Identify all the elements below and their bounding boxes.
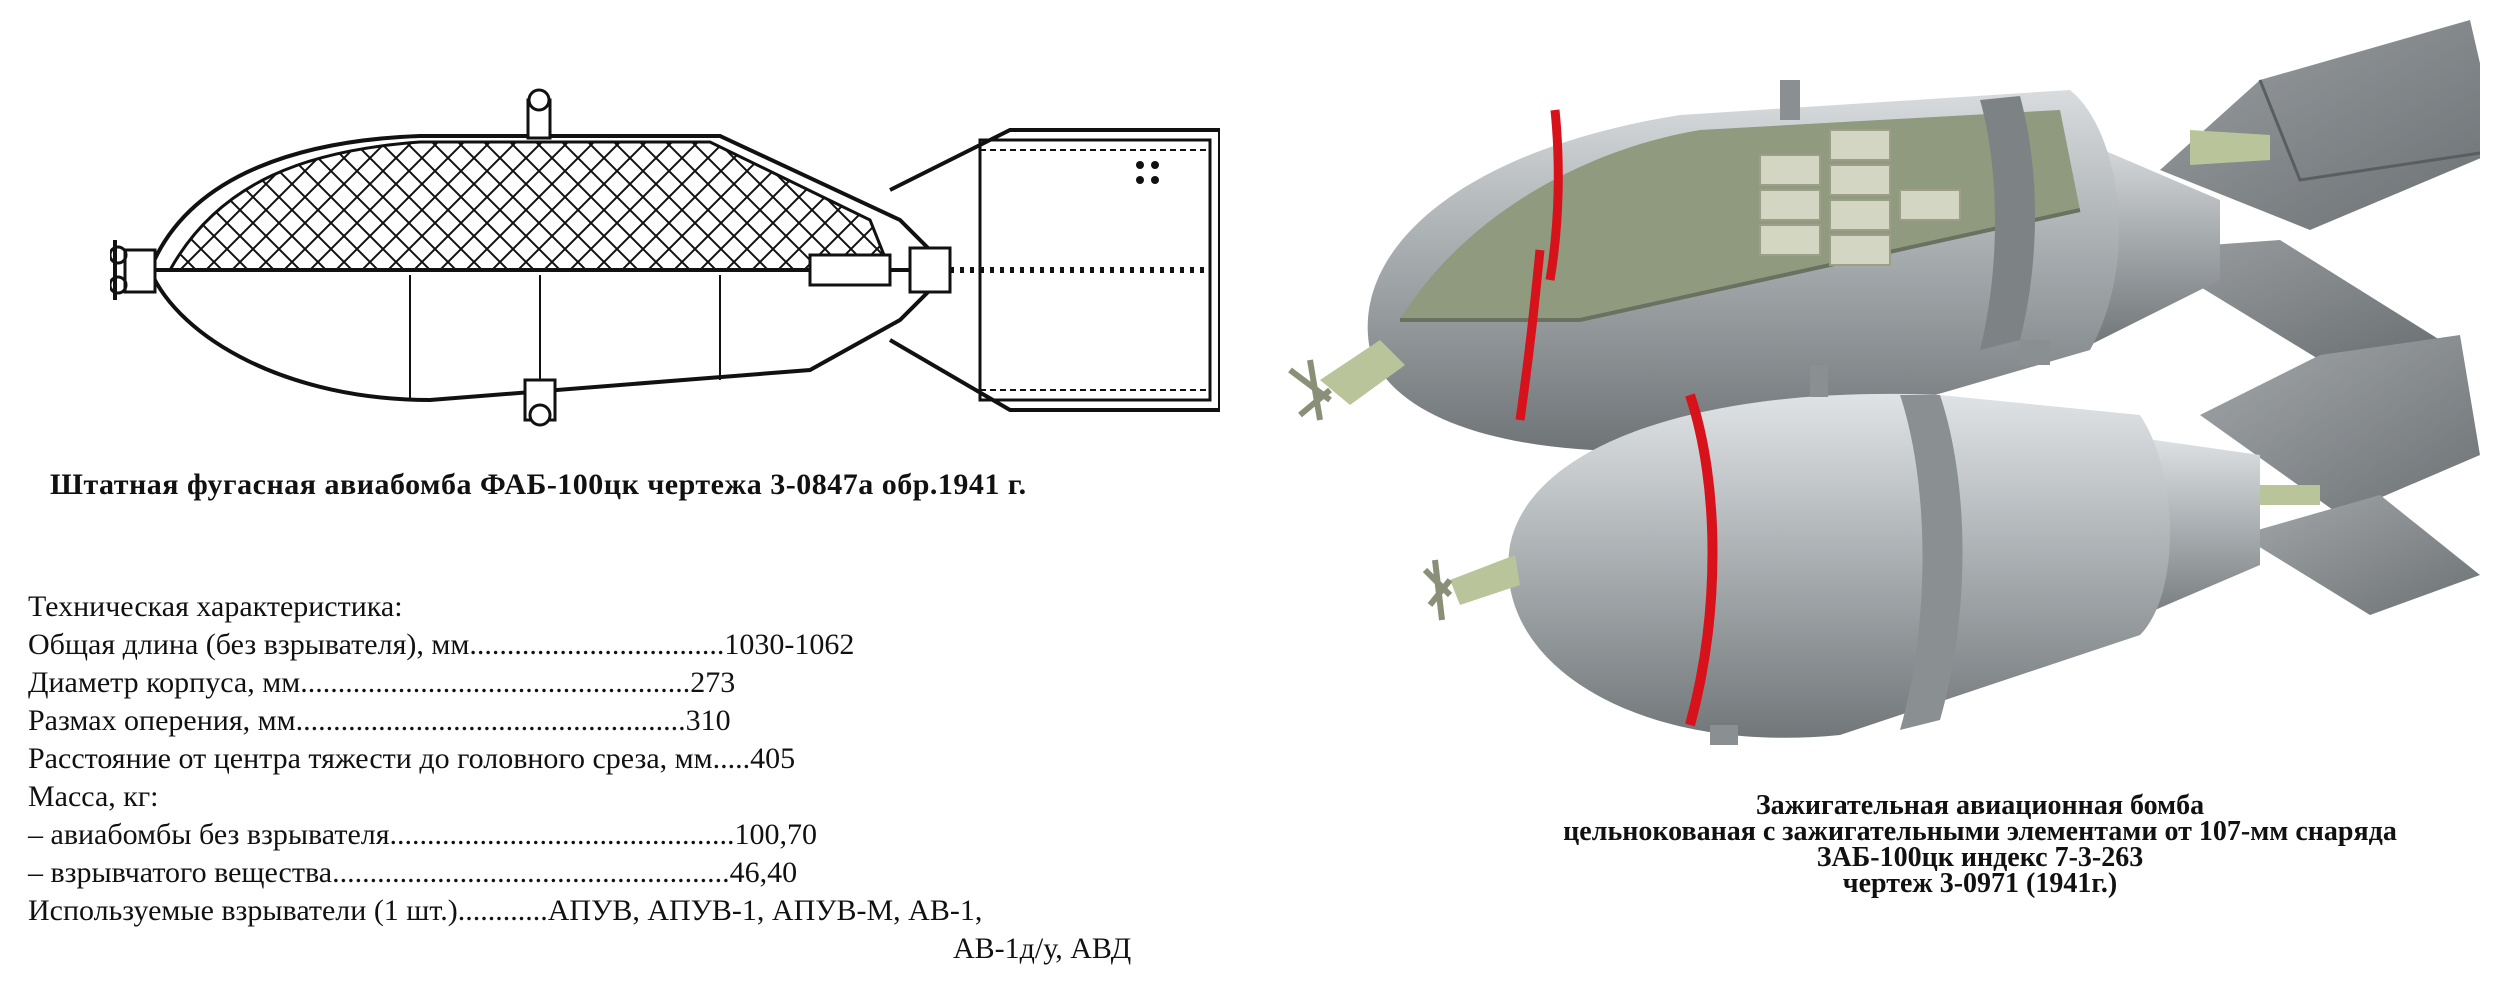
spec-row: Общая длина (без взрывателя), мм........… bbox=[28, 628, 855, 661]
caption-line: цельнокованая с зажигательными элементам… bbox=[1563, 816, 2397, 847]
spec-continuation: АВ-1д/у, АВД bbox=[953, 932, 1132, 965]
caption-line: чертеж 3-0971 (1941г.) bbox=[1842, 868, 2118, 899]
specs-title: Техническая характеристика: bbox=[28, 590, 403, 623]
red-band-bottom bbox=[1685, 393, 1718, 727]
fab-100-technical-drawing bbox=[110, 88, 1220, 427]
zab-100-exterior-render bbox=[1422, 335, 2480, 745]
spec-row: – взрывчатого вещества..................… bbox=[28, 856, 798, 889]
spec-row: Используемые взрыватели (1 шт.).........… bbox=[28, 894, 983, 927]
technical-specifications: Техническая характеристика: Общая длина … bbox=[28, 588, 1188, 968]
explosive-charge-hatched bbox=[167, 140, 893, 272]
spec-row: Расстояние от центра тяжести до головног… bbox=[28, 742, 796, 775]
zab-100-cutaway-render bbox=[1288, 20, 2480, 452]
incendiary-filling bbox=[1400, 110, 2080, 320]
spec-row: – авиабомбы без взрывателя..............… bbox=[28, 818, 818, 851]
red-band-top bbox=[1515, 109, 1563, 421]
spec-row: Размах оперения, мм.....................… bbox=[28, 704, 731, 737]
spec-row: Масса, кг: bbox=[28, 780, 159, 813]
caption-line: ЗАБ-100цк индекс 7-3-263 bbox=[1816, 842, 2144, 873]
zab-100-caption: Зажигательная авиационная бомба цельноко… bbox=[1480, 790, 2480, 899]
spec-row: Диаметр корпуса, мм.....................… bbox=[28, 666, 736, 699]
bomb-body bbox=[1508, 393, 2170, 738]
caption-line: Зажигательная авиационная бомба bbox=[1755, 790, 2205, 821]
fab-100-caption: Штатная фугасная авиабомба ФАБ-100цк чер… bbox=[50, 468, 1027, 501]
